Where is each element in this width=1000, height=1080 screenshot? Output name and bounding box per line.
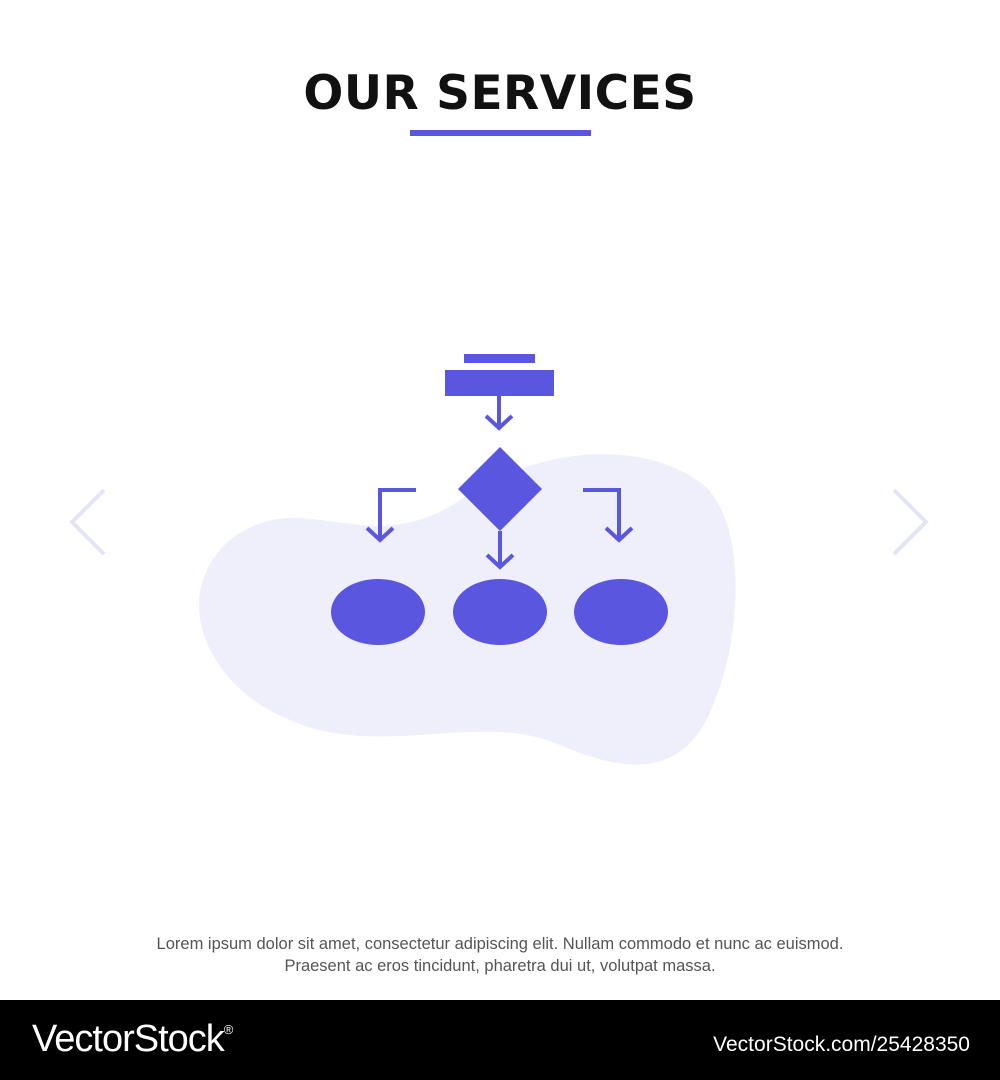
process-node-left	[331, 579, 425, 645]
chevron-right-icon[interactable]	[888, 486, 932, 558]
chevron-left-icon[interactable]	[66, 486, 110, 558]
decision-diamond	[458, 447, 542, 531]
title-underline	[410, 130, 591, 136]
service-illustration	[198, 354, 736, 765]
stock-url: VectorStock.com/25428350	[713, 1033, 970, 1056]
brand-logo: VectorStock®	[32, 1018, 233, 1060]
description-line-2: Praesent ac eros tincidunt, pharetra dui…	[284, 957, 716, 975]
description-text: Lorem ipsum dolor sit amet, consectetur …	[0, 933, 1000, 977]
process-node-center	[453, 579, 547, 645]
top-bar-small	[464, 354, 535, 363]
process-node-right	[574, 579, 668, 645]
footer-bar: VectorStock® VectorStock.com/25428350	[0, 1000, 1000, 1080]
flowchart-algorithm-icon	[331, 354, 668, 645]
top-bar-large	[445, 370, 554, 396]
page-title: OUR SERVICES	[303, 66, 697, 121]
description-line-1: Lorem ipsum dolor sit amet, consectetur …	[156, 935, 844, 953]
